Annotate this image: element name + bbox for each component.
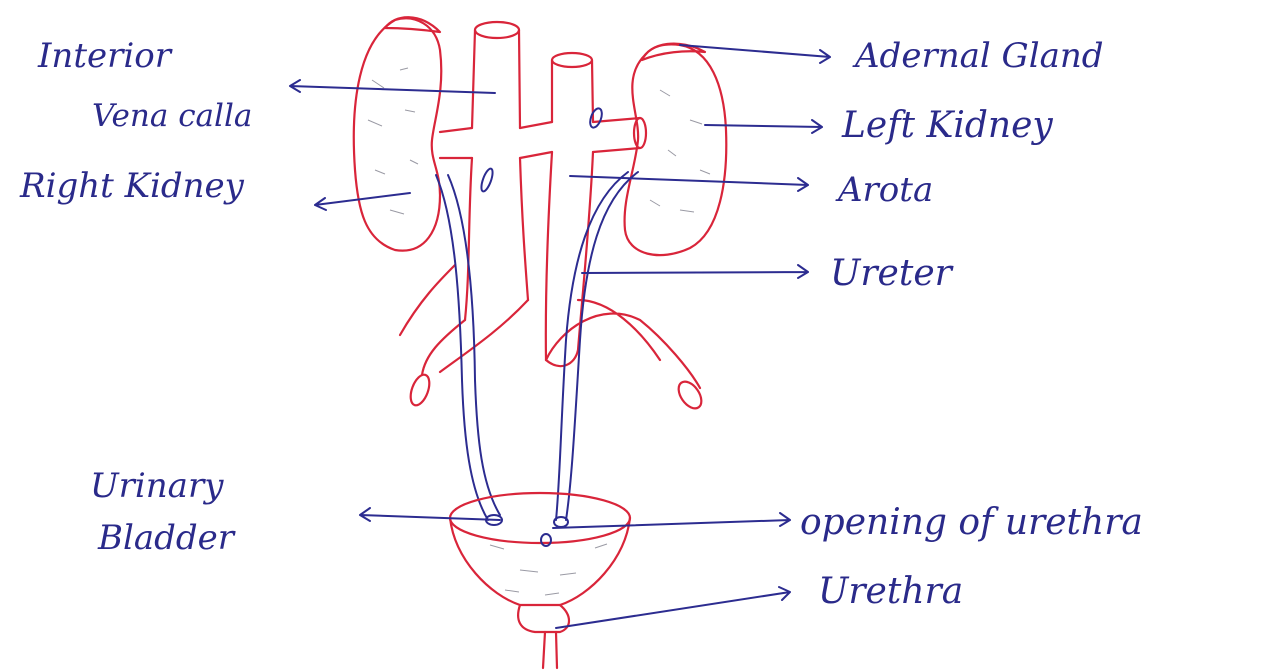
pointer-right-kidney (315, 193, 410, 210)
label-urethra: Urethra (818, 574, 963, 610)
label-ureter: Ureter (830, 256, 952, 292)
label-opening-of-urethra: opening of urethra (800, 505, 1143, 541)
label-bladder: Bladder (98, 520, 234, 556)
pointer-aorta (570, 176, 808, 191)
right-kidney (354, 18, 441, 250)
label-aorta: Arota (838, 172, 933, 208)
pointer-bladder (360, 508, 500, 521)
iliac-arteries (400, 265, 706, 412)
pointer-adrenal (680, 45, 830, 63)
urethra-tube (543, 632, 557, 668)
pointer-ureter (582, 265, 808, 278)
label-left-kidney: Left Kidney (842, 108, 1053, 144)
label-urinary: Urinary (90, 468, 223, 504)
pointer-vena-cava (290, 80, 495, 93)
inferior-vena-cava (465, 22, 528, 320)
left-kidney (625, 44, 727, 255)
pointer-urethra (556, 587, 790, 628)
label-vena-calla: Vena calla (92, 98, 252, 134)
pointer-opening (553, 513, 790, 528)
pointer-lines (290, 45, 830, 628)
urinary-bladder (450, 493, 630, 632)
renal-vessels (440, 118, 646, 158)
pointer-left-kidney (705, 120, 822, 133)
label-interior: Interior (38, 38, 171, 74)
label-right-kidney: Right Kidney (20, 168, 244, 204)
label-adrenal-gland: Adernal Gland (855, 38, 1104, 74)
